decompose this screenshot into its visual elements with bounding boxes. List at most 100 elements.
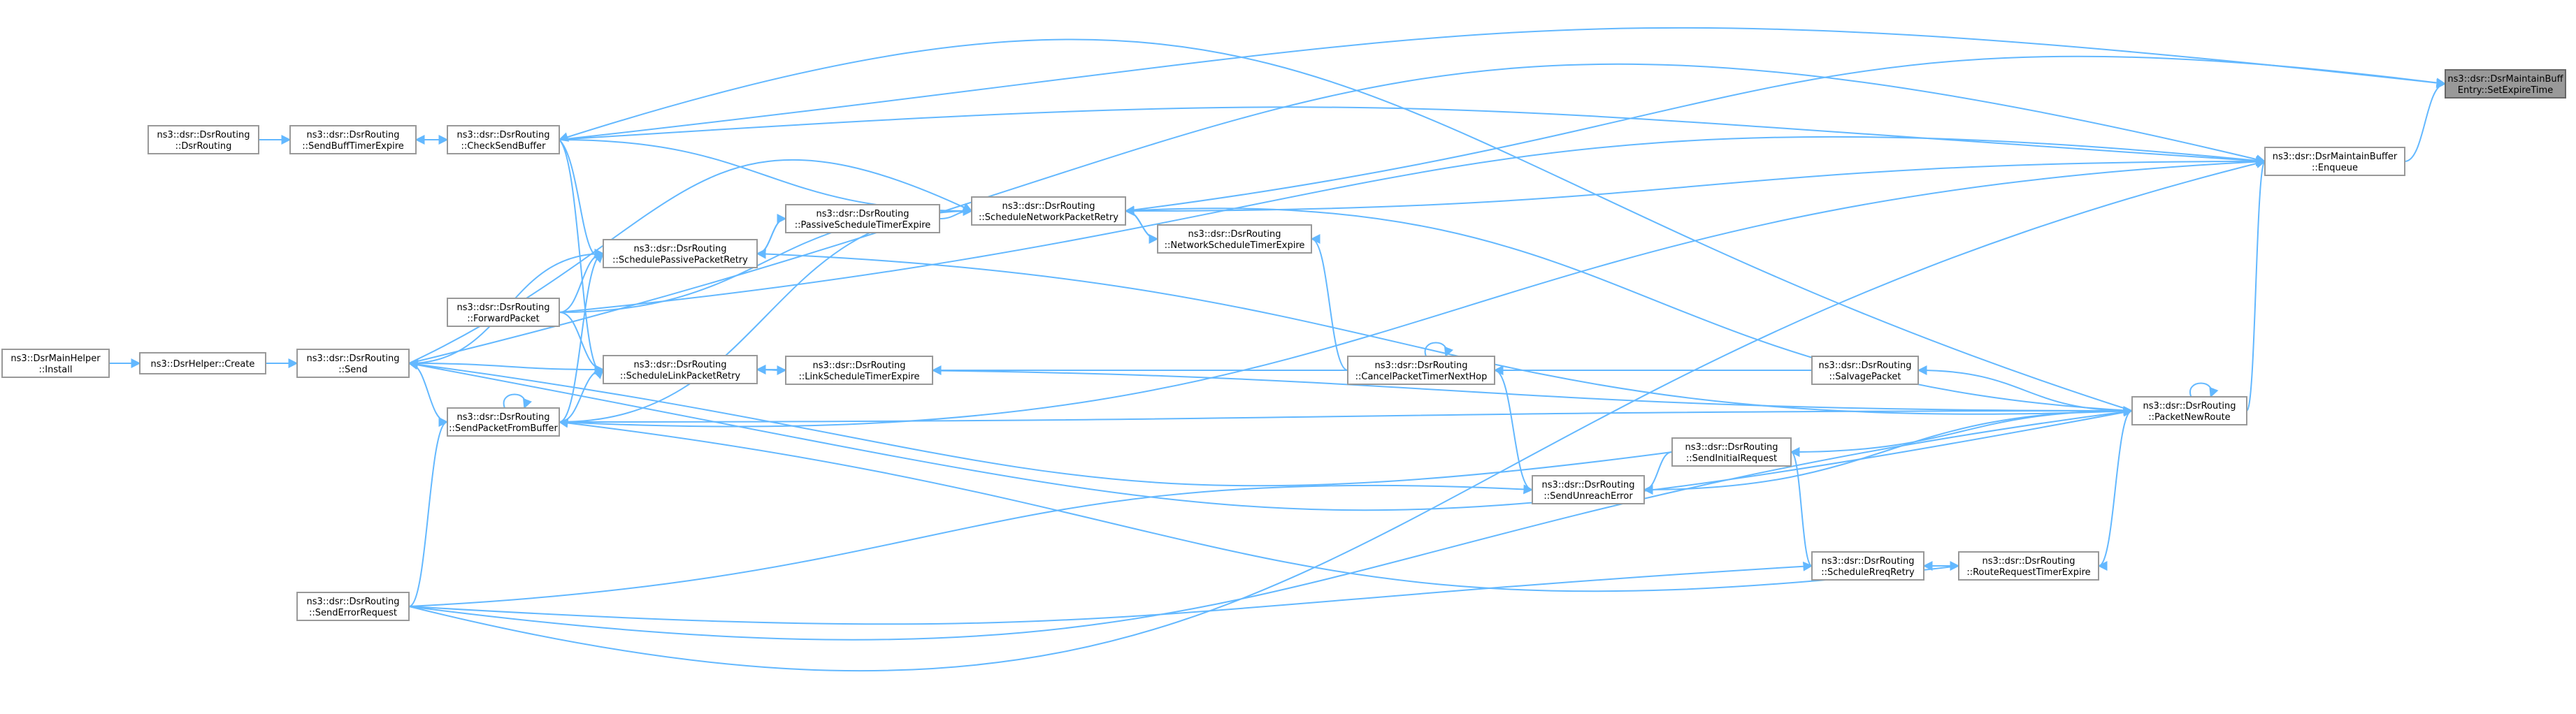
node-box [289, 125, 417, 154]
edge-sendErrorRequest-to-enqueue [408, 159, 2266, 672]
node-label-line1: ns3::DsrHelper::Create [151, 359, 255, 370]
node-scheduleRreqRetry[interactable]: ns3::dsr::DsrRouting::ScheduleRreqRetry [1811, 551, 1924, 581]
edge-packetNewRoute-to-packetNewRoute [2189, 382, 2219, 398]
node-sendUnreachError[interactable]: ns3::dsr::DsrRouting::SendUnreachError [1532, 475, 1645, 504]
node-passiveScheduleTimerExpire[interactable]: ns3::dsr::DsrRouting::PassiveScheduleTim… [785, 204, 940, 233]
edge-forwardPacket-to-scheduleLinkPacketRetry [559, 312, 605, 374]
node-box [296, 592, 410, 621]
node-enqueue[interactable]: ns3::dsr::DsrMaintainBuffer::Enqueue [2264, 147, 2405, 176]
node-label-line1: ns3::dsr::DsrRouting [634, 244, 727, 254]
node-schedulePassivePacketRetry[interactable]: ns3::dsr::DsrRouting::SchedulePassivePac… [603, 239, 758, 268]
edge-routeRequestTimerExpire-to-sendPacketFromBuffer [558, 418, 1959, 592]
node-label-line2: ::PacketNewRoute [2148, 412, 2230, 423]
node-mainHelperInstall[interactable]: ns3::DsrMainHelper::Install [1, 349, 110, 378]
node-label-line2: ::SendInitialRequest [1686, 453, 1777, 464]
edge-checkSendBuffer-to-enqueue [559, 106, 2266, 166]
node-label-line2: ::ForwardPacket [467, 314, 540, 324]
node-label-line1: ns3::dsr::DsrMaintainBuff [2447, 74, 2563, 85]
edge-sendPacketFromBuffer-to-sendPacketFromBuffer [503, 393, 533, 409]
node-sendBuffTimerExpire[interactable]: ns3::dsr::DsrRouting::SendBuffTimerExpir… [289, 125, 417, 154]
node-label-line2: ::NetworkScheduleTimerExpire [1165, 240, 1305, 251]
edge-packetNewRoute-to-salvagePacket [1917, 365, 2133, 411]
edge-sendPacketFromBuffer-to-schedulePassivePacketRetry [559, 249, 605, 423]
node-label-line1: ns3::dsr::DsrRouting [813, 360, 906, 371]
node-salvagePacket[interactable]: ns3::dsr::DsrRouting::SalvagePacket [1811, 356, 1919, 385]
node-dsrHelperCreate[interactable]: ns3::DsrHelper::Create [139, 352, 266, 374]
edge-passiveScheduleTimerExpire-to-schedulePassivePacketRetry [756, 218, 786, 258]
node-box [2264, 147, 2405, 176]
node-label-line1: ns3::dsr::DsrRouting [1188, 229, 1281, 240]
node-linkScheduleTimerExpire[interactable]: ns3::dsr::DsrRouting::LinkScheduleTimerE… [785, 356, 933, 385]
edge-scheduleRreqRetry-to-sendInitialRequest [1790, 447, 1813, 567]
node-box [1811, 356, 1919, 385]
node-send[interactable]: ns3::dsr::DsrRouting::Send [296, 349, 410, 378]
edge-sendErrorRequest-to-scheduleRreqRetry [408, 561, 1813, 625]
node-label-line2: ::ScheduleLinkPacketRetry [620, 371, 741, 381]
call-edges [109, 27, 2447, 672]
edge-packetNewRoute-to-enqueue [2246, 156, 2266, 411]
node-box [1671, 437, 1792, 467]
node-box [1157, 224, 1312, 254]
node-label-line2: ::ScheduleNetworkPacketRetry [979, 212, 1118, 223]
edge-forwardPacket-to-enqueue [559, 136, 2266, 313]
edge-checkSendBuffer-to-target [559, 27, 2447, 140]
node-label-line2: ::SendUnreachError [1544, 491, 1633, 502]
node-label-line2: ::SendErrorRequest [309, 608, 397, 618]
edge-send-to-enqueue [408, 63, 2266, 364]
node-packetNewRoute[interactable]: ns3::dsr::DsrRouting::PacketNewRoute [2131, 396, 2247, 425]
function-nodes: ns3::dsr::DsrMaintainBuffEntry::SetExpir… [1, 69, 2566, 621]
node-sendErrorRequest[interactable]: ns3::dsr::DsrRouting::SendErrorRequest [296, 592, 410, 621]
node-box [1532, 475, 1645, 504]
edge-packetNewRoute-to-routeRequestTimerExpire [2097, 410, 2133, 571]
node-label-line1: ns3::dsr::DsrRouting [457, 412, 550, 423]
node-box [2131, 396, 2247, 425]
node-box [147, 125, 259, 154]
edge-checkSendBuffer-to-scheduleNetworkPacketRetry [559, 139, 973, 216]
node-box [1811, 551, 1924, 581]
node-networkScheduleTimerExpire[interactable]: ns3::dsr::DsrRouting::NetworkScheduleTim… [1157, 224, 1312, 254]
node-label-line2: ::PassiveScheduleTimerExpire [795, 220, 931, 231]
node-label-line1: ns3::dsr::DsrRouting [307, 130, 400, 140]
edge-sendErrorRequest-to-packetNewRoute [408, 407, 2134, 641]
node-label-line1: ns3::dsr::DsrRouting [1375, 360, 1468, 371]
edge-sendInitialRequest-to-send [408, 359, 1673, 487]
node-label-line1: ns3::dsr::DsrRouting [1983, 556, 2075, 567]
node-label-line1: ns3::dsr::DsrRouting [1542, 480, 1635, 490]
edge-sendErrorRequest-to-sendUnreachError [408, 484, 1534, 607]
edge-cancelPacketTimerNextHop-to-networkScheduleTimerExpire [1310, 234, 1348, 371]
node-scheduleNetworkPacketRetry[interactable]: ns3::dsr::DsrRouting::ScheduleNetworkPac… [971, 196, 1126, 226]
node-label-line2: ::LinkScheduleTimerExpire [798, 372, 919, 382]
edge-cancelPacketTimerNextHop-to-cancelPacketTimerNextHop [1424, 342, 1454, 358]
node-box [603, 239, 758, 268]
node-label-line1: ns3::dsr::DsrRouting [2143, 401, 2236, 411]
edge-scheduleNetworkPacketRetry-to-target [1125, 55, 2447, 212]
edge-send-to-scheduleLinkPacketRetry [408, 363, 605, 374]
node-label-line2: ::SchedulePassivePacketRetry [612, 255, 748, 265]
node-label-line1: ns3::dsr::DsrRouting [1002, 201, 1095, 212]
edge-packetNewRoute-to-checkSendBuffer [558, 38, 2133, 411]
node-label-line1: ns3::dsr::DsrRouting [1822, 556, 1915, 567]
node-label-line2: ::Install [39, 365, 73, 375]
node-dsrRoutingCtor[interactable]: ns3::dsr::DsrRouting::DsrRouting [147, 125, 259, 154]
edge-packetNewRoute-to-scheduleLinkPacketRetry [756, 365, 2133, 411]
node-label-line2: ::SendPacketFromBuffer [449, 423, 558, 434]
edge-packetNewRoute-to-send [408, 360, 2133, 511]
node-label-line2: ::SendBuffTimerExpire [302, 141, 404, 152]
edge-sendPacketFromBuffer-to-enqueue [559, 156, 2266, 428]
node-box [139, 352, 266, 374]
edge-packetNewRoute-to-sendUnreachError [1643, 410, 2133, 495]
node-cancelPacketTimerNextHop[interactable]: ns3::dsr::DsrRouting::CancelPacketTimerN… [1347, 356, 1495, 385]
node-sendInitialRequest[interactable]: ns3::dsr::DsrRouting::SendInitialRequest [1671, 437, 1792, 467]
node-forwardPacket[interactable]: ns3::dsr::DsrRouting::ForwardPacket [447, 298, 560, 327]
node-scheduleLinkPacketRetry[interactable]: ns3::dsr::DsrRouting::ScheduleLinkPacket… [603, 355, 758, 384]
node-label-line1: ns3::dsr::DsrRouting [157, 130, 250, 140]
node-box [1, 349, 110, 378]
node-sendPacketFromBuffer[interactable]: ns3::dsr::DsrRouting::SendPacketFromBuff… [447, 407, 560, 437]
node-label-line1: ns3::DsrMainHelper [10, 354, 101, 364]
node-routeRequestTimerExpire[interactable]: ns3::dsr::DsrRouting::RouteRequestTimerE… [1958, 551, 2099, 581]
node-checkSendBuffer[interactable]: ns3::dsr::DsrRouting::CheckSendBuffer [447, 125, 560, 154]
node-label-line1: ns3::dsr::DsrMaintainBuffer [2273, 152, 2398, 162]
node-target[interactable]: ns3::dsr::DsrMaintainBuffEntry::SetExpir… [2445, 69, 2566, 99]
node-box [785, 356, 933, 385]
